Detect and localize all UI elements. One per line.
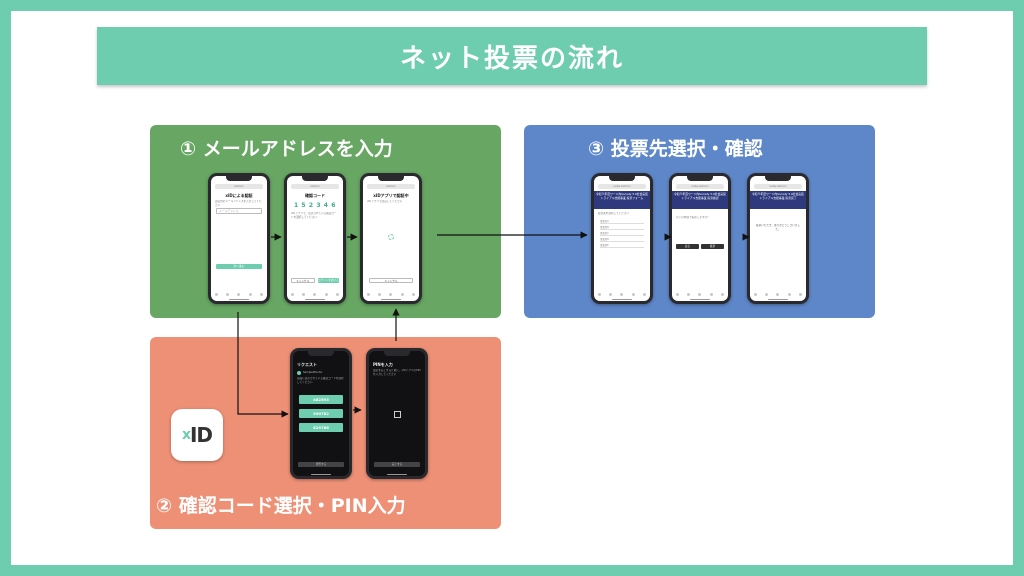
browser-toolbar: [287, 291, 343, 298]
button-pair: キャンセル ログインを続ける: [291, 278, 339, 283]
url-bar: vote.xid.inc: [676, 184, 724, 189]
step3-phone-complete: vote.xid.inc 令和５年度ワード内Society 5.0社会実装トライ…: [747, 173, 809, 304]
screen-title: xIDアプリで認証中: [373, 193, 409, 198]
phone-screen: vote.xid.inc 令和５年度ワード内Society 5.0社会実装トライ…: [750, 176, 806, 301]
step1-phone-code: xid.inc 確認コード 1 5 2 3 4 6 xIDアプリで、表示されてい…: [284, 173, 346, 304]
phone-notch: [687, 176, 713, 181]
browser-toolbar: [363, 291, 419, 298]
phone-notch: [302, 176, 328, 181]
back-button[interactable]: 戻る: [676, 244, 699, 249]
phone-notch: [384, 351, 410, 356]
url-bar: xid.inc: [291, 184, 339, 189]
next-button[interactable]: 次へ進む: [216, 264, 262, 269]
screen-title: PINを入力: [373, 362, 393, 367]
xid-logo-x: x: [181, 427, 191, 443]
screen-text: 以下の内容で投票しますか？: [676, 216, 710, 219]
screen-text: xIDアプリで認証してください: [367, 200, 403, 203]
code-option-3[interactable]: 829786: [299, 423, 343, 432]
canvas: ネット投票の流れ ① メールアドレスを入力 xid.inc xIDによる認証 認…: [11, 11, 1013, 565]
home-indicator: [381, 299, 401, 300]
url-bar: xid.inc: [215, 184, 263, 189]
phone-screen: PINを入力 認証を完了するために、xIDアプリのPINを入力してください 完了…: [369, 351, 425, 476]
xid-logo-text: ID: [189, 423, 213, 447]
screen-text: 認証用のメールアドレスを入力してください: [215, 200, 262, 207]
vote-banner: 令和５年度ワード内Society 5.0社会実装トライアル支援事業 投票確認: [672, 191, 728, 209]
phone-screen: vote.xid.inc 令和５年度ワード内Society 5.0社会実装トライ…: [594, 176, 650, 301]
step3-phone-select: vote.xid.inc 令和５年度ワード内Society 5.0社会実装トライ…: [591, 173, 653, 304]
deny-button[interactable]: 拒否する: [298, 462, 344, 467]
step3-panel: ③ 投票先選択・確認 vote.xid.inc 令和５年度ワード内Society…: [524, 125, 875, 318]
browser-toolbar: [594, 291, 650, 298]
confirmation-code: 1 5 2 3 4 6: [293, 202, 337, 209]
step1-phone-waiting: xid.inc xIDアプリで認証中 xIDアプリで認証してください キャンセル: [360, 173, 422, 304]
phone-notch: [308, 351, 334, 356]
screen-title: リクエスト: [297, 362, 317, 367]
step2-phone-pin: PINを入力 認証を完了するために、xIDアプリのPINを入力してください 完了…: [366, 348, 428, 479]
vote-option-5[interactable]: 事業者E: [600, 244, 644, 248]
step1-phone-email: xid.inc xIDによる認証 認証用のメールアドレスを入力してください メー…: [208, 173, 270, 304]
account-name: SampleMonitor: [303, 371, 323, 374]
home-indicator: [229, 299, 249, 300]
vote-banner: 令和５年度ワード内Society 5.0社会実装トライアル支援事業 投票完了: [750, 191, 806, 209]
step2-label: ② 確認コード選択・PIN入力: [156, 495, 406, 517]
step1-label: ① メールアドレスを入力: [180, 138, 393, 160]
complete-button[interactable]: 完了する: [374, 462, 420, 467]
phone-notch: [378, 176, 404, 181]
account-row: SampleMonitor: [297, 370, 323, 375]
home-indicator: [311, 474, 331, 475]
title-banner: ネット投票の流れ: [97, 27, 927, 85]
vote-button[interactable]: 投票: [701, 244, 724, 249]
account-avatar-icon: [297, 370, 301, 375]
xid-logo: x ID: [171, 409, 223, 461]
url-bar: vote.xid.inc: [754, 184, 802, 189]
vote-option-3[interactable]: 事業者C: [600, 232, 644, 236]
code-option-1[interactable]: 462593: [299, 395, 343, 404]
screen-text: xIDアプリで、表示されている確認コードを選択してください: [291, 212, 337, 219]
phone-screen: xid.inc 確認コード 1 5 2 3 4 6 xIDアプリで、表示されてい…: [287, 176, 343, 301]
phone-notch: [765, 176, 791, 181]
screen-title: 確認コード: [305, 193, 325, 198]
loading-spinner-icon: [388, 234, 394, 240]
page-title: ネット投票の流れ: [399, 43, 624, 74]
screen-text: 認証を完了するために、xIDアプリのPINを入力してください: [373, 369, 421, 376]
vote-option-1[interactable]: 事業者A: [600, 220, 644, 224]
url-bar: vote.xid.inc: [598, 184, 646, 189]
phone-screen: vote.xid.inc 令和５年度ワード内Society 5.0社会実装トライ…: [672, 176, 728, 301]
button-pair: 戻る 投票: [676, 244, 724, 249]
phone-screen: リクエスト SampleMonitor 画面に表示されている確認コードを選択して…: [293, 351, 349, 476]
home-indicator: [690, 299, 710, 300]
browser-toolbar: [672, 291, 728, 298]
screen-text: 投票先を選択してください: [598, 212, 629, 215]
step1-panel: ① メールアドレスを入力 xid.inc xIDによる認証 認証用のメールアドレ…: [150, 125, 501, 318]
home-indicator: [768, 299, 788, 300]
phone-notch: [226, 176, 252, 181]
browser-toolbar: [750, 291, 806, 298]
home-indicator: [387, 474, 407, 475]
phone-screen: xid.inc xIDアプリで認証中 xIDアプリで認証してください キャンセル: [363, 176, 419, 301]
vote-banner: 令和５年度ワード内Society 5.0社会実装トライアル支援事業 投票フォーム: [594, 191, 650, 209]
pin-scan-icon: [393, 411, 401, 418]
step2-panel: ② 確認コード選択・PIN入力 リクエスト SampleMonitor 画面に表…: [150, 337, 501, 529]
phone-notch: [609, 176, 635, 181]
vote-option-4[interactable]: 事業者D: [600, 238, 644, 242]
vote-option-2[interactable]: 事業者B: [600, 226, 644, 230]
url-bar: xid.inc: [367, 184, 415, 189]
cancel-button[interactable]: キャンセル: [291, 278, 315, 283]
home-indicator: [305, 299, 325, 300]
email-input[interactable]: メールアドレス: [216, 208, 262, 214]
phone-screen: xid.inc xIDによる認証 認証用のメールアドレスを入力してください メー…: [211, 176, 267, 301]
screen-text: 投票いただき、ありがとうございました。: [756, 224, 800, 231]
cancel-button[interactable]: キャンセル: [369, 278, 413, 283]
step3-label: ③ 投票先選択・確認: [588, 138, 763, 160]
continue-login-button[interactable]: ログインを続ける: [317, 278, 339, 283]
screen-text: 画面に表示されている確認コードを選択してください: [297, 377, 344, 384]
code-option-2[interactable]: 590782: [299, 409, 343, 418]
screen-title: xIDによる認証: [225, 193, 253, 198]
browser-toolbar: [211, 291, 267, 298]
step2-phone-request: リクエスト SampleMonitor 画面に表示されている確認コードを選択して…: [290, 348, 352, 479]
step3-phone-confirm: vote.xid.inc 令和５年度ワード内Society 5.0社会実装トライ…: [669, 173, 731, 304]
home-indicator: [612, 299, 632, 300]
